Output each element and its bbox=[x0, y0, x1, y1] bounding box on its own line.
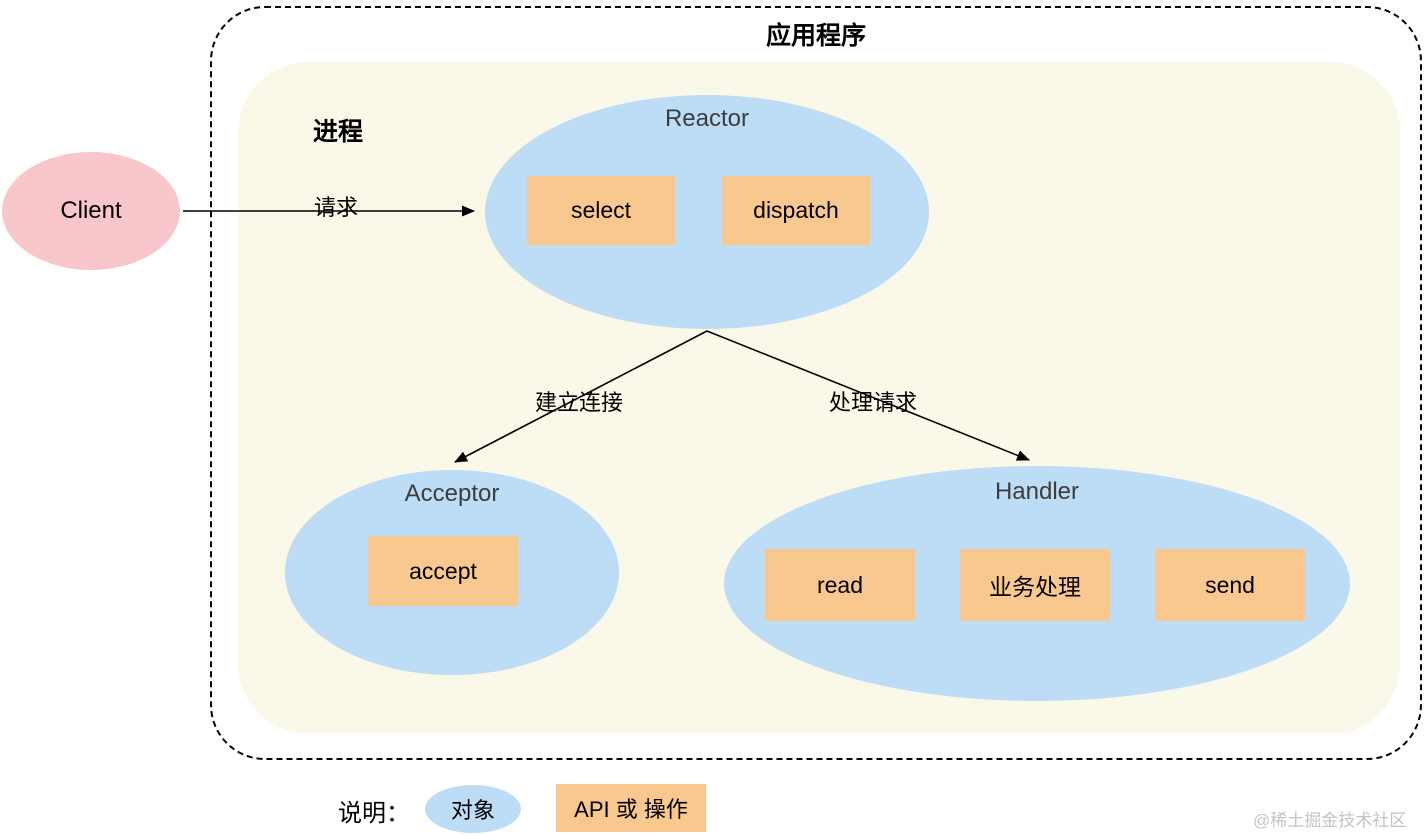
legend-api-sample: API 或 操作 bbox=[556, 784, 706, 832]
send-op-label: send bbox=[1205, 571, 1255, 598]
reactor-label: Reactor bbox=[664, 105, 750, 132]
accept-op: accept bbox=[368, 536, 518, 606]
business-process-op: 业务处理 bbox=[960, 549, 1110, 621]
acceptor-label: Acceptor bbox=[404, 480, 500, 507]
request-edge-label: 请求 bbox=[313, 195, 358, 220]
legend-title: 说明： bbox=[338, 800, 410, 827]
dispatch-op: dispatch bbox=[722, 176, 870, 245]
select-op-label: select bbox=[570, 197, 632, 223]
dispatch-op-label: dispatch bbox=[753, 197, 839, 223]
process-title: 进程 bbox=[313, 118, 364, 146]
legend-object-label: 对象 bbox=[450, 798, 495, 823]
legend-api-label: API 或 操作 bbox=[574, 797, 688, 822]
establish-connection-label: 建立连接 bbox=[534, 390, 623, 415]
application-title: 应用程序 bbox=[765, 22, 866, 50]
accept-op-label: accept bbox=[409, 557, 477, 584]
handle-request-label: 处理请求 bbox=[828, 390, 917, 415]
send-op: send bbox=[1155, 549, 1305, 621]
watermark: @稀土掘金技术社区 bbox=[1253, 811, 1407, 830]
business-process-op-label: 业务处理 bbox=[989, 574, 1081, 600]
read-op-label: read bbox=[816, 571, 864, 598]
read-op: read bbox=[765, 549, 915, 621]
application-boundary bbox=[210, 6, 1422, 760]
handler-label: Handler bbox=[994, 478, 1080, 505]
client-label: Client bbox=[60, 197, 122, 224]
legend-object-sample: 对象 bbox=[425, 785, 521, 833]
client-node: Client bbox=[2, 152, 180, 270]
select-op: select bbox=[527, 176, 675, 245]
